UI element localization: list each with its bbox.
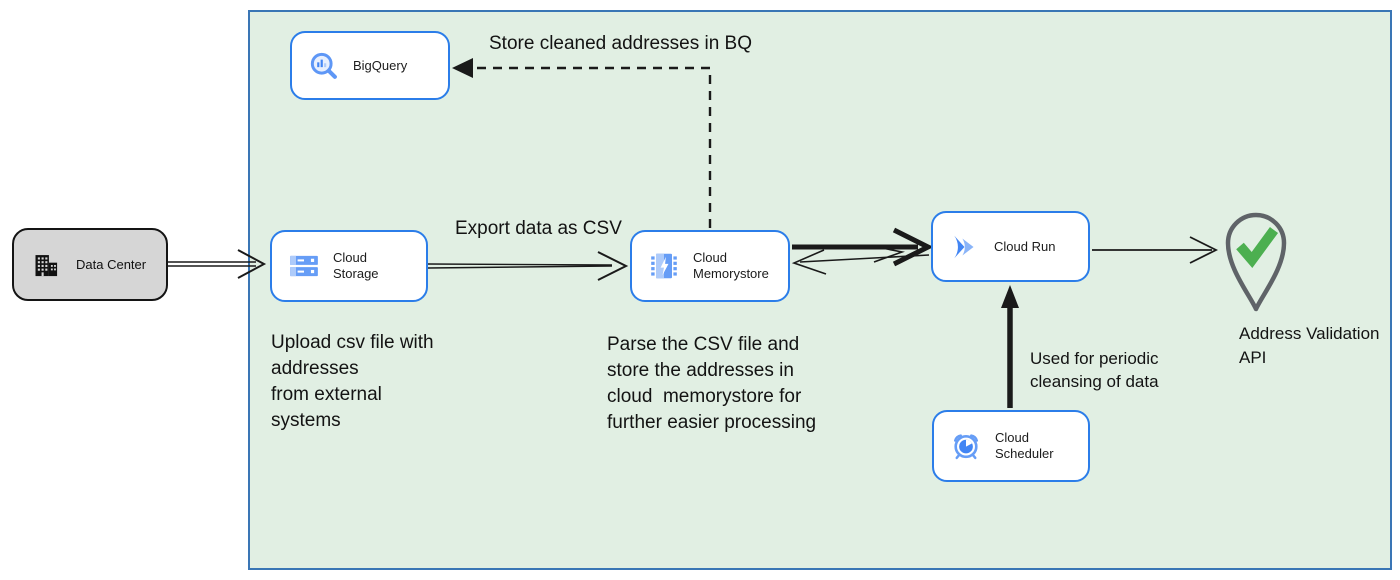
annotation-line: addresses [271, 358, 359, 379]
node-label: Cloud Scheduler [995, 430, 1054, 461]
address-validation-pin [1219, 206, 1293, 318]
node-label: Data Center [76, 257, 147, 272]
annotation-export-csv: Export data as CSV [455, 218, 622, 239]
node-cloud-memorystore: Cloud Memorystore [630, 230, 790, 302]
label-line: Address Validation [1239, 324, 1380, 343]
address-validation-label: Address Validation API [1239, 322, 1380, 370]
node-label: BigQuery [353, 57, 408, 73]
map-pin-checkmark-icon [1225, 212, 1287, 312]
node-label: Cloud Storage [333, 250, 379, 281]
scheduler-alarm-clock-icon [954, 434, 978, 460]
annotation-line: Used for periodic [1030, 349, 1159, 368]
node-label-line: Cloud [693, 250, 727, 265]
annotation-line: store the addresses in [607, 360, 794, 381]
cloud-run-chevrons-icon [954, 235, 974, 258]
label-line: API [1239, 348, 1267, 367]
annotation-line: from external [271, 384, 382, 405]
annotation-periodic-cleansing: Used for periodic cleansing of data [1030, 347, 1159, 393]
gcp-boundary-panel [248, 10, 1392, 570]
node-cloud-run: Cloud Run [931, 211, 1090, 282]
storage-bars-icon [290, 255, 318, 277]
node-cloud-storage: Cloud Storage [270, 230, 428, 302]
building-icon [35, 254, 58, 276]
node-data-center: Data Center [12, 228, 168, 301]
annotation-store-cleaned-bq: Store cleaned addresses in BQ [489, 33, 752, 54]
bigquery-magnifier-chart-icon [310, 52, 337, 79]
annotation-line: Parse the CSV file and [607, 334, 800, 355]
annotation-parse-csv: Parse the CSV file and store the address… [607, 332, 816, 436]
node-label-line: Memorystore [693, 266, 769, 281]
annotation-line: further easier processing [607, 412, 817, 433]
node-label: Cloud Memorystore [693, 250, 769, 282]
memorystore-chip-bolt-icon [651, 253, 677, 279]
annotation-upload-csv: Upload csv file with addresses from exte… [271, 330, 434, 434]
annotation-line: cleansing of data [1030, 372, 1159, 391]
annotation-line: Upload csv file with [271, 332, 434, 353]
node-cloud-scheduler: Cloud Scheduler [932, 410, 1090, 482]
annotation-line: cloud memorystore for [607, 386, 802, 407]
node-bigquery: BigQuery [290, 31, 450, 100]
annotation-line: systems [271, 410, 341, 431]
node-label: Cloud Run [994, 238, 1056, 254]
